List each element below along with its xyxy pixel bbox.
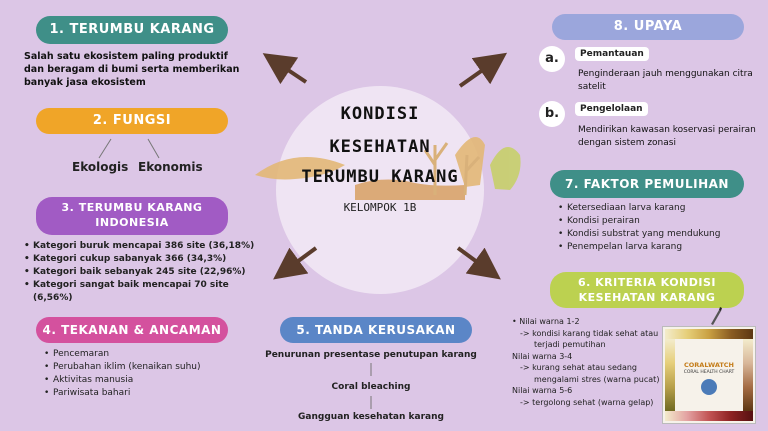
chart-color-strip-top — [665, 329, 753, 339]
s5-step2: Coral bleaching — [331, 382, 411, 392]
s3-list: Kategori buruk mencapai 386 site (36,18%… — [24, 240, 264, 305]
s3-title: 3. TERUMBU KARANG INDONESIA — [36, 197, 228, 235]
list-item: -> kondisi karang tidak sehat atau — [520, 328, 659, 338]
s3-title-line2: INDONESIA — [95, 216, 169, 229]
chart-logo-icon — [701, 379, 717, 395]
s3-title-line1: 3. TERUMBU KARANG — [61, 201, 203, 214]
coral-illustration — [255, 137, 521, 200]
s6-title-line2: KESEHATAN KARANG — [578, 291, 716, 304]
chart-brand: CORALWATCH — [683, 361, 735, 369]
s4-title: 4. TEKANAN & ANCAMAN — [36, 317, 228, 343]
group-label: KELOMPOK 1B — [343, 201, 417, 214]
s5-title: 5. TANDA KERUSAKAN — [280, 317, 472, 343]
list-item: -> kurang sehat atau sedang — [520, 363, 637, 372]
s7-title: 7. FAKTOR PEMULIHAN — [550, 170, 744, 198]
list-item: Pariwisata bahari — [44, 387, 244, 400]
chart-sub: CORAL HEALTH CHART — [683, 370, 735, 375]
chart-color-strip-left — [665, 339, 675, 411]
list-item: terjadi pemutihan — [534, 340, 606, 349]
s5-step1: Penurunan presentase penutupan karang — [265, 350, 477, 360]
s7-list: Ketersediaan larva karang Kondisi perair… — [558, 202, 758, 254]
s6-title-line1: 6. KRITERIA KONDISI — [578, 276, 716, 289]
list-item: Kondisi perairan — [558, 215, 758, 228]
list-item: Kategori sangat baik mencapai 70 site (6… — [24, 279, 264, 305]
list-item: Pencemaran — [44, 348, 244, 361]
list-item: Nilai warna 3-4 — [512, 351, 573, 361]
list-item: Kategori cukup sabanyak 366 (34,3%) — [24, 253, 264, 266]
s8-a-letter: a. — [539, 46, 565, 72]
s5-step3: Gangguan kesehatan karang — [298, 412, 444, 422]
list-item: mengalami stres (warna pucat) — [534, 374, 660, 384]
list-item: Aktivitas manusia — [44, 374, 244, 387]
list-item: Ketersediaan larva karang — [558, 202, 758, 215]
chart-color-strip-right — [743, 339, 753, 411]
list-item: -> tergolong sehat (warna gelap) — [520, 397, 654, 407]
s1-title: 1. TERUMBU KARANG — [36, 16, 228, 44]
s2-ecologis: Ekologis — [72, 160, 129, 174]
list-item: Penempelan larva karang — [558, 241, 758, 254]
s8-b-tag: Pengelolaan — [575, 102, 648, 116]
s2-ekonomis: Ekonomis — [138, 160, 203, 174]
s4-list: Pencemaran Perubahan iklim (kenaikan suh… — [44, 348, 244, 400]
s8-a-text: Penginderaan jauh menggunakan citra sate… — [578, 69, 753, 92]
s8-a-tag: Pemantauan — [575, 47, 649, 61]
center-title-line3: TERUMBU KARANG — [301, 167, 459, 187]
list-item: • Nilai warna 1-2 — [512, 317, 580, 326]
chart-color-strip-bottom — [665, 411, 753, 421]
s2-title: 2. FUNGSI — [36, 108, 228, 134]
pencil-icon — [711, 307, 722, 325]
list-item: Nilai warna 5-6 — [512, 386, 573, 395]
center-title-line1: KONDISI — [340, 104, 420, 124]
s8-title: 8. UPAYA — [552, 14, 744, 40]
s6-list: • Nilai warna 1-2 -> kondisi karang tida… — [512, 316, 662, 408]
list-item: Kondisi substrat yang mendukung — [558, 228, 758, 241]
s8-b-text: Mendirikan kawasan koservasi perairan de… — [578, 125, 756, 148]
s8-b-letter: b. — [539, 101, 565, 127]
list-item: Kategori baik sebanyak 245 site (22,96%) — [24, 266, 264, 279]
coral-health-chart: CORALWATCH CORAL HEALTH CHART — [662, 326, 756, 424]
s1-text: Salah satu ekosistem paling produktif da… — [24, 51, 240, 88]
center-title-line2: KESEHATAN — [329, 137, 431, 157]
list-item: Kategori buruk mencapai 386 site (36,18%… — [24, 240, 264, 253]
s6-title: 6. KRITERIA KONDISI KESEHATAN KARANG — [550, 272, 744, 308]
list-item: Perubahan iklim (kenaikan suhu) — [44, 361, 244, 374]
